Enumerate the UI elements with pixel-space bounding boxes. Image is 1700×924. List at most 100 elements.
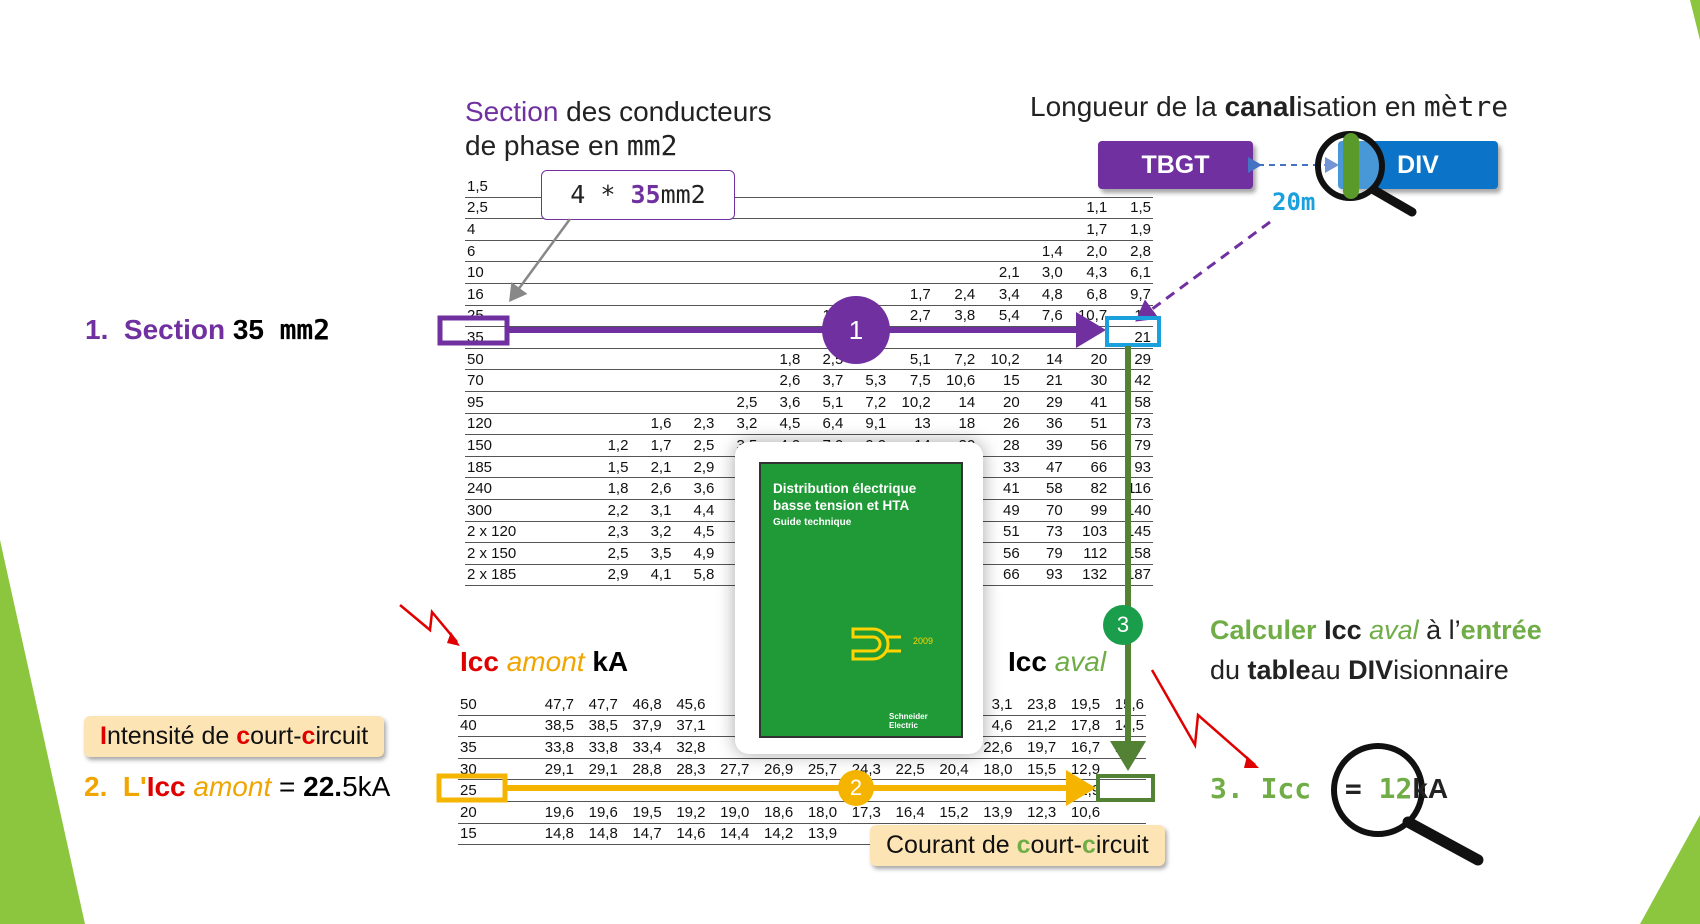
table-cell: 6,8 bbox=[1064, 283, 1110, 306]
step2-label: 2. L'Icc amont = 22.5kA bbox=[84, 771, 391, 802]
table-cell: 10,6 bbox=[932, 369, 978, 392]
table-cell: 2,1 bbox=[977, 261, 1022, 284]
table-cell: 14,7 bbox=[619, 823, 664, 846]
table-cell bbox=[630, 326, 674, 349]
guide-book: Distribution électrique basse tension et… bbox=[735, 442, 983, 754]
table-cell: 79 bbox=[1021, 542, 1065, 565]
row-label: 150 bbox=[465, 434, 549, 457]
table-cell bbox=[888, 176, 933, 198]
table-cell bbox=[1021, 176, 1065, 198]
table-cell bbox=[630, 283, 674, 306]
table-cell: 13 bbox=[888, 413, 933, 436]
table-cell bbox=[759, 197, 803, 220]
table-cell bbox=[888, 326, 933, 349]
table-cell: 1,4 bbox=[1021, 240, 1065, 263]
table-cell: 2,0 bbox=[1064, 240, 1110, 263]
row-label: 6 bbox=[465, 240, 549, 263]
table-cell: 3,7 bbox=[802, 369, 846, 392]
table-cell: 30 bbox=[1064, 369, 1110, 392]
table-cell: 93 bbox=[1021, 564, 1065, 587]
table-cell bbox=[716, 218, 760, 241]
calculer-text: Calculer Icc aval à l’entrée du tableau … bbox=[1210, 615, 1542, 685]
table-cell: 3,4 bbox=[977, 283, 1022, 306]
table-cell: 2,1 bbox=[630, 456, 674, 479]
table-cell bbox=[845, 240, 889, 263]
table-cell: 2,7 bbox=[888, 305, 933, 328]
table-cell: 73 bbox=[1109, 413, 1153, 436]
row-label: 2 x 150 bbox=[465, 542, 549, 565]
table-cell: 1,2 bbox=[587, 434, 631, 457]
row-label: 15 bbox=[458, 823, 533, 846]
table-cell bbox=[673, 391, 717, 414]
table-cell: 7,5 bbox=[888, 369, 933, 392]
conductor-box: 4 * 35mm2 bbox=[541, 170, 735, 220]
table-cell: 4,5 bbox=[673, 521, 717, 544]
div-box: DIV bbox=[1338, 141, 1498, 189]
table-cell bbox=[977, 197, 1022, 220]
table-cell: 28 bbox=[977, 434, 1022, 457]
table-cell: 5,4 bbox=[977, 305, 1022, 328]
table-cell: 14,4 bbox=[707, 823, 752, 846]
table-cell bbox=[548, 218, 588, 241]
table-cell bbox=[977, 326, 1022, 349]
table-cell: 6,1 bbox=[1109, 261, 1153, 284]
table-cell bbox=[1064, 176, 1110, 198]
length-value: 20m bbox=[1272, 188, 1316, 216]
table-cell bbox=[759, 240, 803, 263]
table-cell: 15,5 bbox=[1014, 758, 1059, 781]
table-cell bbox=[673, 326, 717, 349]
table-cell bbox=[630, 369, 674, 392]
table-cell: 2,6 bbox=[759, 369, 803, 392]
table-cell: 15 bbox=[977, 369, 1022, 392]
table-cell: 51 bbox=[1064, 413, 1110, 436]
table-cell: 99 bbox=[1064, 499, 1110, 522]
table-cell: 56 bbox=[1064, 434, 1110, 457]
table-cell: 51 bbox=[977, 521, 1022, 544]
table-cell: 25,7 bbox=[795, 758, 840, 781]
table-cell bbox=[977, 176, 1022, 198]
table-cell: 13,7 bbox=[1102, 736, 1146, 759]
row-label: 10 bbox=[465, 261, 549, 284]
table-cell: 14 bbox=[932, 391, 978, 414]
table-cell: 103 bbox=[1064, 521, 1110, 544]
table-cell bbox=[759, 218, 803, 241]
table-cell: 47 bbox=[1021, 456, 1065, 479]
row-label: 30 bbox=[458, 758, 533, 781]
table-cell: 2,5 bbox=[587, 542, 631, 565]
table-cell bbox=[575, 779, 620, 802]
table-cell bbox=[548, 521, 588, 544]
table-cell: 45,6 bbox=[663, 694, 708, 716]
table-cell: 12,3 bbox=[1014, 801, 1059, 824]
table-cell bbox=[587, 348, 631, 371]
table-cell: 33,8 bbox=[532, 736, 576, 759]
table-cell: 5,1 bbox=[888, 348, 933, 371]
table-cell: 41 bbox=[1064, 391, 1110, 414]
table-cell: 2,4 bbox=[932, 283, 978, 306]
table-cell: 19,7 bbox=[1014, 736, 1059, 759]
table-cell: 14,2 bbox=[751, 823, 796, 846]
table-cell: 21 bbox=[1109, 326, 1153, 349]
table-cell: 2,9 bbox=[673, 456, 717, 479]
table-cell: 42 bbox=[1109, 369, 1153, 392]
table-cell: 19,5 bbox=[1058, 694, 1103, 716]
table-cell: 17,8 bbox=[1058, 715, 1103, 738]
table-cell bbox=[845, 176, 889, 198]
row-label: 2 x 120 bbox=[465, 521, 549, 544]
table-cell: 14,6 bbox=[663, 823, 708, 846]
table-cell: 5,8 bbox=[673, 564, 717, 587]
table-cell: 10,7 bbox=[1064, 305, 1110, 328]
table-cell: 145 bbox=[1109, 521, 1153, 544]
table-cell: 12,9 bbox=[1058, 758, 1103, 781]
table-cell bbox=[932, 240, 978, 263]
table-cell bbox=[587, 326, 631, 349]
table-cell: 1,5 bbox=[587, 456, 631, 479]
table-cell bbox=[532, 779, 576, 802]
table-cell: 47,7 bbox=[575, 694, 620, 716]
table-cell: 132 bbox=[1064, 564, 1110, 587]
